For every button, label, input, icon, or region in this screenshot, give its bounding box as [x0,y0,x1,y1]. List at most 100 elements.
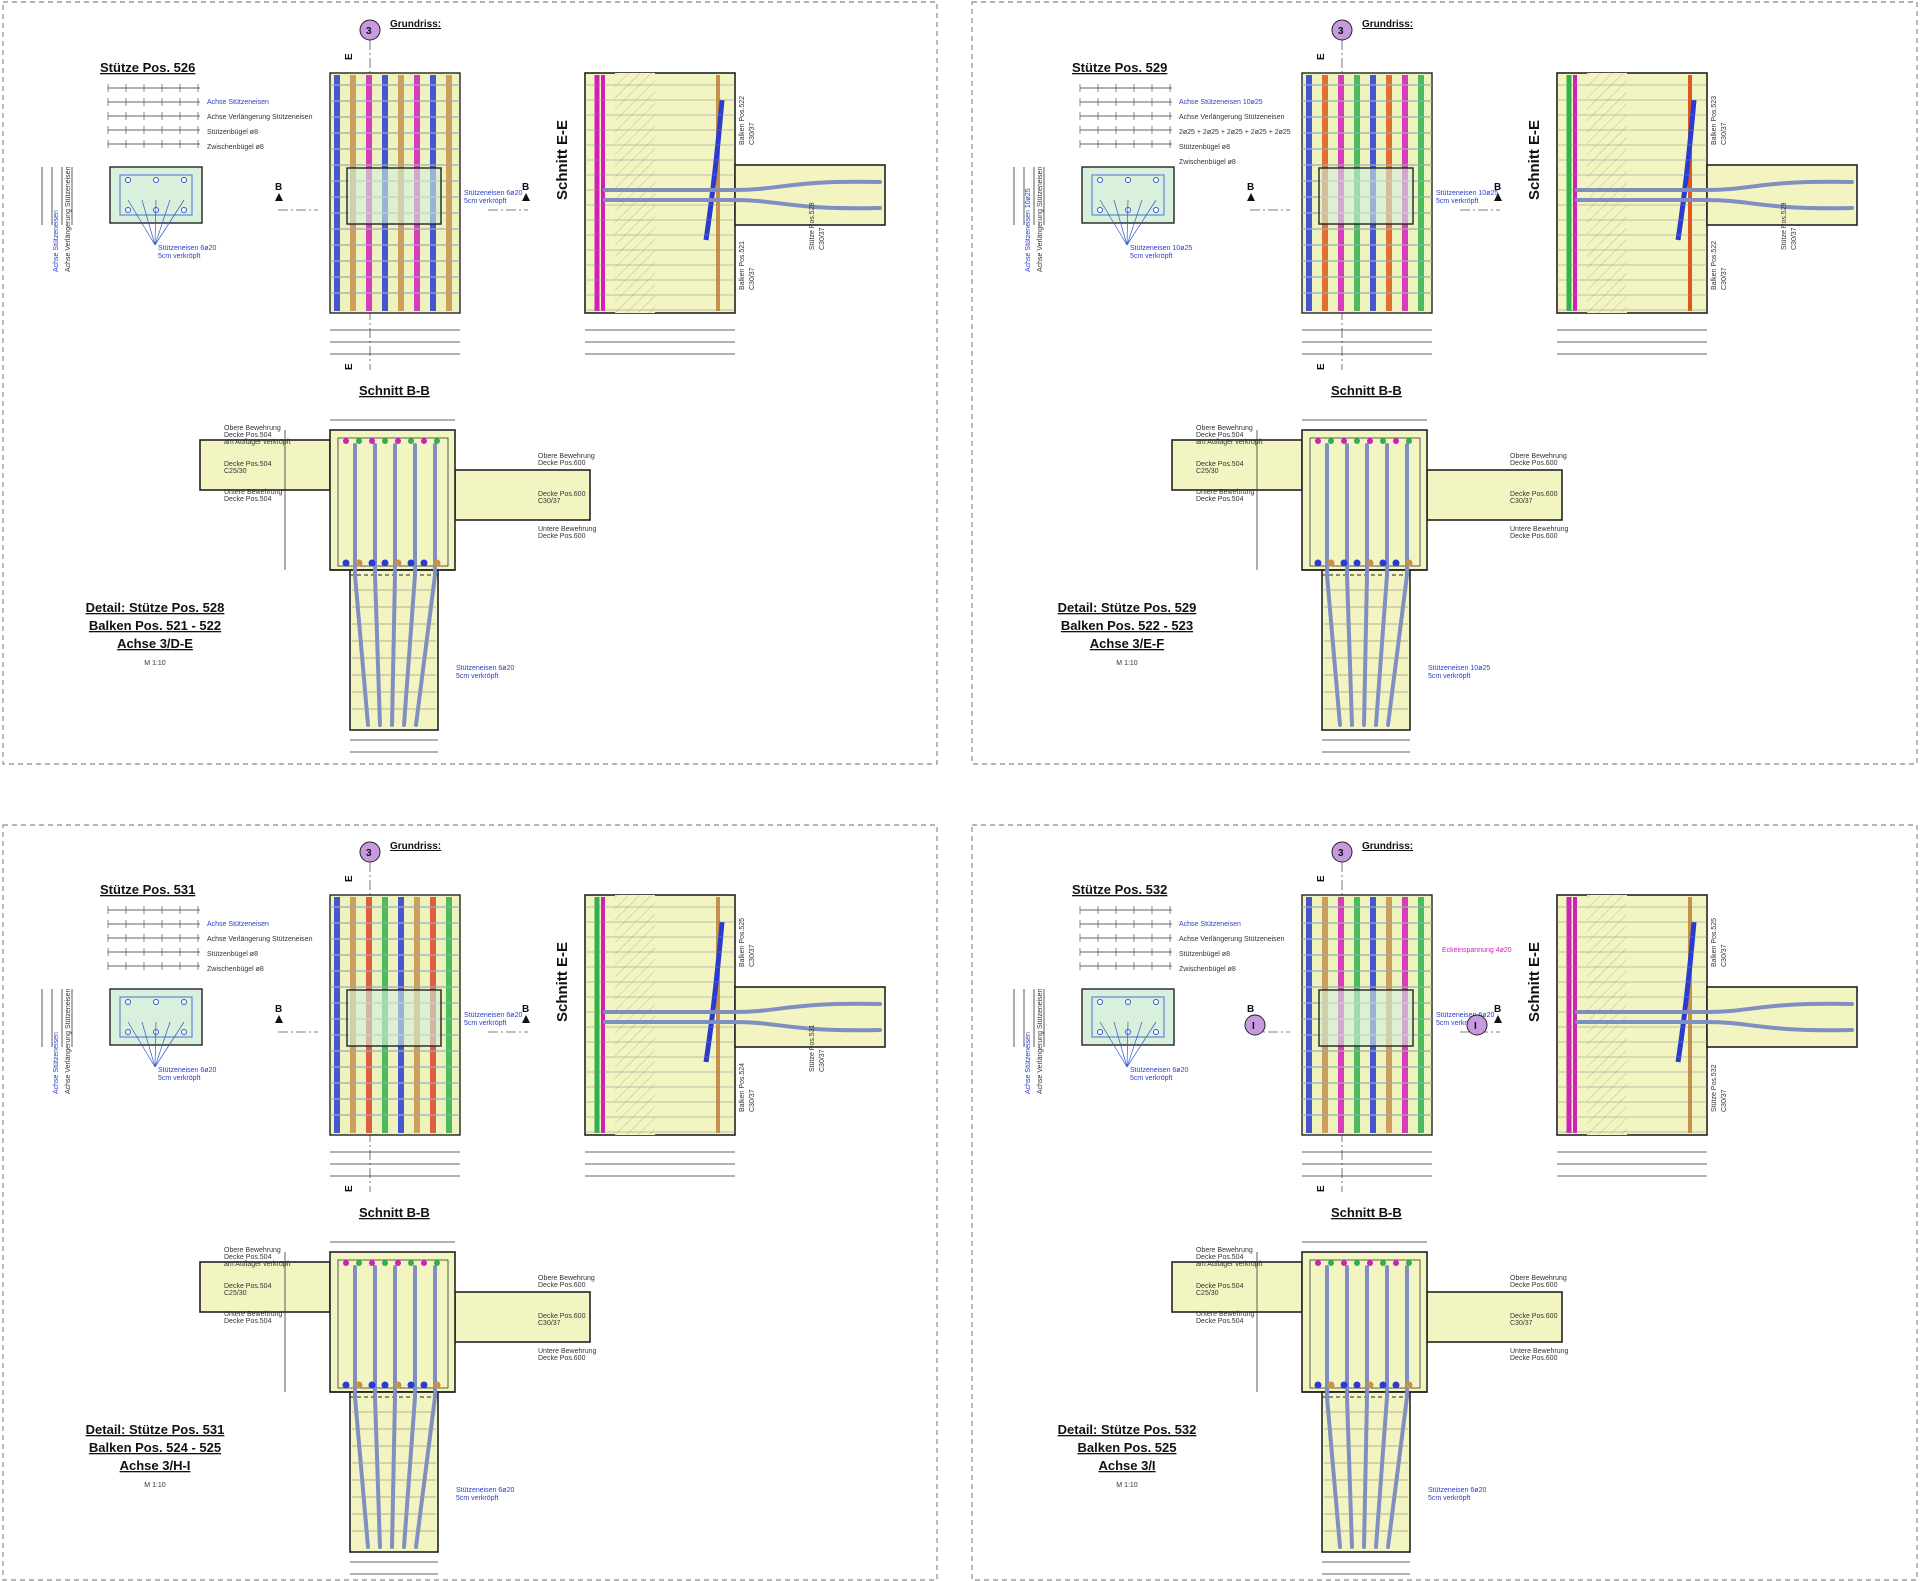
detail-scale: M 1:10 [1116,660,1138,667]
detail-title-line: Achse 3/I [1098,1458,1155,1473]
bb-slab-left [199,1261,331,1313]
bb-bottom-dot [1405,1381,1413,1389]
slab-label: C30/37 [538,1320,561,1327]
slab-label: Decke Pos.504 [224,1318,272,1325]
bb-top-dot [408,438,414,444]
rebar-note: Stützeneisen 6ø20 [158,1067,216,1074]
detail-scale: M 1:10 [144,660,166,667]
rebar-dot [153,999,159,1005]
section-mark-e: E [1316,363,1327,370]
column-outline [1081,166,1175,224]
bb-bottom-dot [1314,1381,1322,1389]
column-title: Stütze Pos. 526 [100,60,195,75]
bb-bottom-dot [355,559,363,567]
slab-label: Decke Pos.600 [538,460,586,467]
slab-label: Untere Bewehrung [1510,526,1568,533]
beam-label: C30/37 [1721,944,1728,967]
slab-label: Decke Pos.504 [1196,432,1244,439]
slab-label: Decke Pos.600 [1510,491,1558,498]
rebar-dot [181,177,187,183]
axis-marker-label: 3 [1338,26,1344,37]
section-mark-b: B [275,182,282,193]
plan-rebar-note: 5cm verkröpft [1436,1020,1478,1027]
slab-label: Decke Pos.504 [224,496,272,503]
legend-text: Achse Verlängerung Stützeneisen [207,114,313,121]
bb-bottom-dot [433,559,441,567]
rebar-dot [1125,177,1131,183]
ee-beam-rebar [603,179,882,192]
bb-slab-left [199,439,331,491]
column-title: Stütze Pos. 532 [1072,882,1167,897]
legend-vertical: Achse Stützeneisen [1025,1032,1032,1094]
bb-bottom-dot [342,1381,350,1389]
rebar-dot [1125,999,1131,1005]
bb-top-dot [356,1260,362,1266]
slab-label: Untere Bewehrung [1196,1311,1254,1318]
axis-marker-i: I [1252,1021,1255,1032]
rebar-dot [125,999,131,1005]
bb-rebar-note: 5cm verkröpft [1428,1495,1470,1502]
beam-label: C30/37 [819,227,826,250]
slab-label: Decke Pos.600 [538,1313,586,1320]
legend-text: Stützenbügel ø8 [207,129,258,136]
beam-label: C30/37 [749,944,756,967]
slab-label: Decke Pos.600 [538,1355,586,1362]
rebar-dot [1097,1029,1103,1035]
slab-label: Decke Pos.504 [1196,1283,1244,1290]
bb-top-dot [1354,438,1360,444]
ee-beam [734,986,886,1048]
rebar-dot [125,207,131,213]
plan-rebar-note: 5cm verkröpft [464,1020,506,1027]
bb-bottom-dot [420,1381,428,1389]
section-ee-title: Schnitt E-E [554,120,571,200]
legend-vertical: Achse Stützeneisen [53,1032,60,1094]
bb-top-dot [1380,1260,1386,1266]
slab-label: am Auflager verkröpft [1196,1261,1263,1268]
bb-rebar-note: Stützeneisen 6ø20 [456,665,514,672]
axis-marker-label: 3 [366,26,372,37]
slab-label: Decke Pos.504 [1196,1254,1244,1261]
detail-scale: M 1:10 [1116,1482,1138,1489]
corner-rebar-note: Eckeinspannung 4ø20 [1442,947,1512,954]
plan-column [346,167,442,225]
bb-bottom-dot [1366,1381,1374,1389]
slab-label: Decke Pos.504 [1196,461,1244,468]
plan-rebar-note: 5cm verkröpft [464,198,506,205]
section-mark-e: E [1316,1185,1327,1192]
bb-bottom-dot [394,1381,402,1389]
bb-top-dot [343,1260,349,1266]
ee-beam-rebar [603,1020,882,1033]
grundriss-label: Grundriss: [390,19,441,30]
slab-label: Obere Bewehrung [1510,1275,1567,1282]
slab-label: Untere Bewehrung [224,489,282,496]
slab-label: Obere Bewehrung [224,425,281,432]
bb-bottom-dot [1379,559,1387,567]
legend-text: 2ø25 + 2ø25 + 2ø25 + 2ø25 + 2ø25 [1179,129,1291,136]
rebar-dot [181,1029,187,1035]
detail-title-line: Balken Pos. 525 [1078,1440,1177,1455]
legend-text: Achse Verlängerung Stützeneisen [1179,114,1285,121]
bb-bottom-dot [1392,559,1400,567]
section-bb-title: Schnitt B-B [1331,383,1402,398]
beam-label: C30/37 [1721,1089,1728,1112]
slab-label: Decke Pos.600 [1510,460,1558,467]
beam-label: Stütze Pos.528 [809,202,816,250]
section-mark-b: B [1247,182,1254,193]
slab-label: Decke Pos.600 [538,1282,586,1289]
slab-label: Decke Pos.504 [224,1283,272,1290]
bb-bottom-dot [407,559,415,567]
grundriss-label: Grundriss: [1362,841,1413,852]
axis-marker-label: 3 [366,848,372,859]
bb-bottom-dot [355,1381,363,1389]
bb-top-dot [1328,438,1334,444]
column-title: Stütze Pos. 531 [100,882,195,897]
slab-label: Untere Bewehrung [1510,1348,1568,1355]
ee-beam [734,164,886,226]
section-bb-title: Schnitt B-B [359,383,430,398]
detail-title-line: Detail: Stütze Pos. 528 [86,600,225,615]
